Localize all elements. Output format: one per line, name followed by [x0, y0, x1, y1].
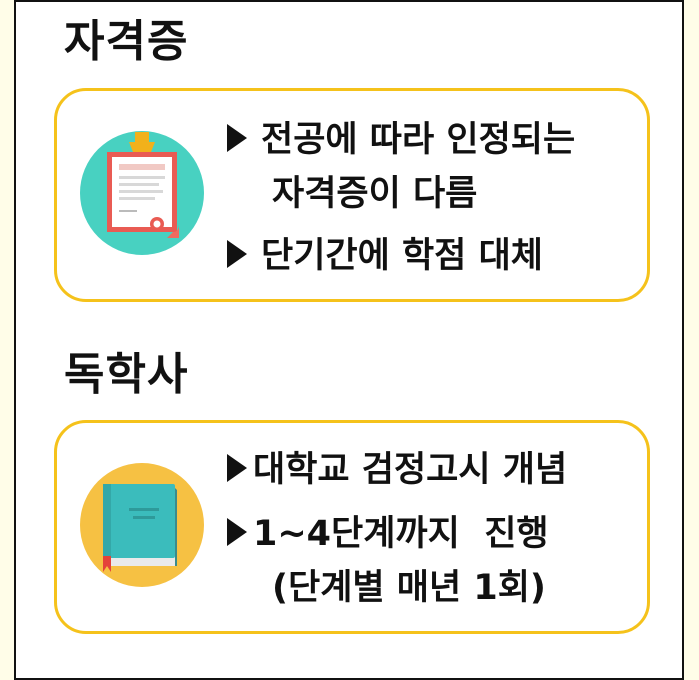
- bullet-stages-cont: (단계별 매년 1회): [272, 568, 546, 608]
- section-title-certificate: 자격증: [64, 16, 189, 67]
- triangle-bullet-icon: [227, 518, 247, 546]
- bullet-credit-substitute: 단기간에 학점 대체: [227, 239, 543, 274]
- book-icon: [77, 460, 207, 594]
- certificate-card: 전공에 따라 인정되는 자격증이 다름 단기간에 학점 대체: [54, 88, 650, 302]
- self-study-card: 대학교 검정고시 개념 1~4단계까지 진행 (단계별 매년 1회): [54, 420, 650, 634]
- bullet-university-exam: 대학교 검정고시 개념: [227, 453, 567, 488]
- triangle-bullet-icon: [227, 240, 247, 268]
- certificate-icon: [77, 128, 207, 262]
- bullet-major-certificate-cont: 자격증이 다름: [272, 174, 478, 214]
- bullet-major-certificate: 전공에 따라 인정되는: [227, 123, 575, 158]
- bullet-stages: 1~4단계까지 진행: [227, 517, 549, 552]
- triangle-bullet-icon: [227, 454, 247, 482]
- section-title-self-study: 독학사: [64, 349, 189, 400]
- triangle-bullet-icon: [227, 124, 247, 152]
